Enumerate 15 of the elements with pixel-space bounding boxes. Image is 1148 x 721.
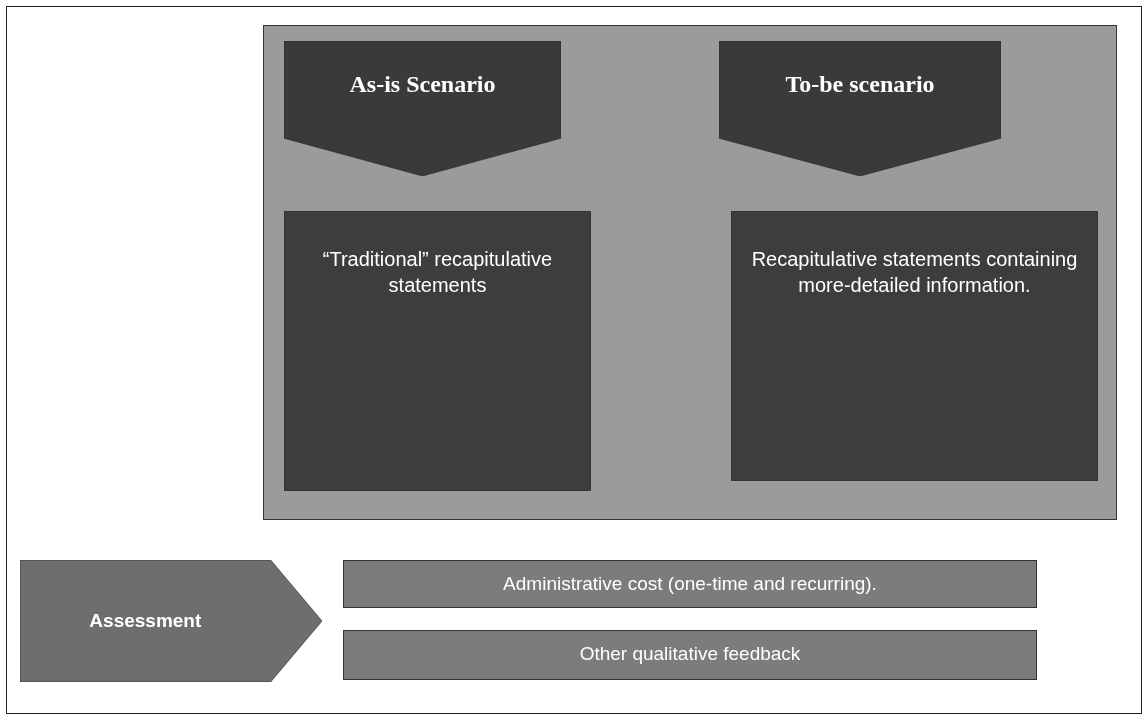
text-bar — [343, 630, 1037, 680]
chevron-header — [284, 41, 561, 176]
bar-text: Other qualitative feedback — [578, 643, 802, 665]
body-text: Recapitulative statements containing more-detailed information. — [750, 247, 1079, 298]
text-bar — [343, 560, 1037, 608]
text-panel — [731, 211, 1098, 481]
text-panel — [284, 211, 591, 491]
panel-background — [263, 25, 1117, 520]
chevron-header — [719, 41, 1001, 176]
body-text: “Traditional” recapitulative statements — [321, 247, 554, 298]
heading-text: Assessment — [88, 610, 203, 632]
header-text: As-is Scenario — [348, 71, 497, 98]
pentagon-arrow — [20, 560, 322, 682]
bar-text: Administrative cost (one-time and recurring). — [502, 573, 878, 595]
header-text: To-be scenario — [784, 71, 936, 98]
